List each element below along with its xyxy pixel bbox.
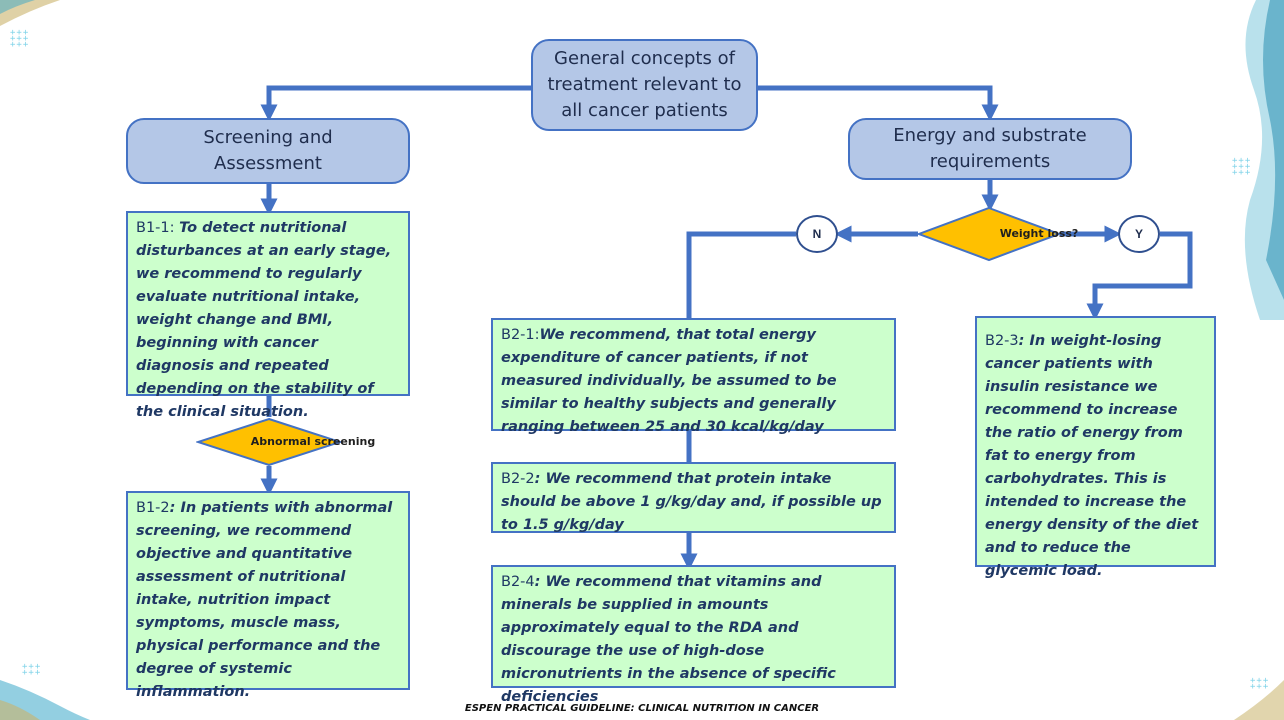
footer-caption: ESPEN PRACTICAL GUIDELINE: CLINICAL NUTR…: [464, 703, 820, 714]
recommendation-text: : In weight-losing cancer patients with …: [985, 333, 1199, 579]
recommendation-b1-1: B1-1: To detect nutritional disturbances…: [126, 211, 410, 420]
screening-header-title: Screening and Assessment: [203, 127, 333, 174]
energy-header-title: Energy and substrate requirements: [893, 125, 1087, 172]
recommendation-text: : We recommend that protein intake shoul…: [501, 471, 882, 533]
recommendation-text: To detect nutritional disturbances at an…: [136, 220, 392, 420]
recommendation-code: B1-2: [136, 500, 170, 516]
dots-decoration-bottom-right: ++++++: [1250, 676, 1270, 692]
recommendation-text: : We recommend that vitamins and mineral…: [501, 574, 836, 705]
arrow-yes-to-b2-3: [1086, 231, 1193, 321]
corner-decoration-top-right: [1244, 0, 1284, 320]
corner-decoration-bottom-left: [0, 680, 90, 720]
top-concept-title: General concepts of treatment relevant t…: [547, 48, 742, 121]
recommendation-text: : In patients with abnormal screening, w…: [136, 500, 393, 700]
weight-loss-decision: Weight loss?: [917, 206, 1078, 262]
energy-header-box: Energy and substrate requirements: [848, 118, 1132, 180]
dots-decoration-top-left: +++++++++: [10, 28, 30, 50]
line-no-to-b2-1: [686, 231, 796, 318]
abnormal-screening-label: Abnormal screening: [250, 435, 376, 448]
corner-decoration-bottom-right: [1234, 680, 1284, 720]
dots-decoration-right: +++++++++: [1232, 156, 1252, 178]
recommendation-b2-4: B2-4: We recommend that vitamins and min…: [491, 565, 896, 705]
corner-decoration-top-left: [0, 0, 60, 26]
top-concept-box: General concepts of treatment relevant t…: [531, 39, 758, 131]
diamond-shape: [917, 206, 1061, 262]
yes-branch-marker: Y: [1118, 215, 1160, 253]
abnormal-screening-decision: Abnormal screening: [196, 417, 375, 467]
recommendation-b2-3: B2-3: In weight-losing cancer patients w…: [975, 316, 1216, 579]
recommendation-text: We recommend, that total energy expendit…: [501, 327, 837, 435]
recommendation-code: B2-2: [501, 471, 535, 487]
recommendation-code: B1-1:: [136, 220, 180, 236]
diamond-shape: [196, 417, 342, 467]
no-branch-marker: N: [796, 215, 838, 253]
recommendation-code: B2-4: [501, 574, 535, 590]
weight-loss-label: Weight loss?: [999, 227, 1079, 240]
recommendation-code: B2-1:: [501, 327, 540, 343]
recommendation-code: B2-3: [985, 333, 1019, 349]
arrow-top-to-energy: [755, 85, 999, 122]
recommendation-b1-2: B1-2: In patients with abnormal screenin…: [126, 491, 410, 700]
screening-header-box: Screening and Assessment: [126, 118, 410, 184]
recommendation-b2-2: B2-2: We recommend that protein intake s…: [491, 462, 896, 533]
dots-decoration-bottom-left: ++++++: [22, 662, 42, 678]
recommendation-b2-1: B2-1:We recommend, that total energy exp…: [491, 318, 896, 435]
arrow-top-to-screening: [260, 85, 533, 122]
